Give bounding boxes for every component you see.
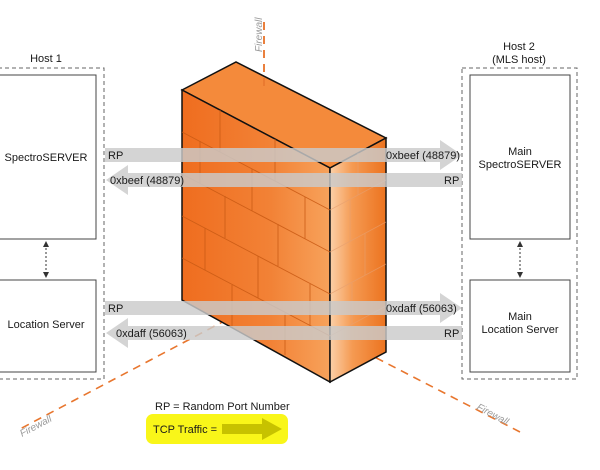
firewall-label-left: Firewall bbox=[18, 413, 54, 439]
legend-highlight bbox=[146, 414, 288, 444]
legend-tcp-arrow bbox=[222, 418, 282, 440]
arrow3-right-label: 0xdaff (56063) bbox=[386, 303, 457, 315]
host2-subtitle: (MLS host) bbox=[492, 54, 546, 66]
main-location-server-box bbox=[469, 279, 571, 373]
spectroserver-label: SpectroSERVER bbox=[5, 152, 88, 164]
arrow-location-to-main bbox=[105, 293, 462, 323]
arrow-main-to-location bbox=[106, 318, 462, 348]
main-spectroserver-label-1: Main bbox=[508, 146, 532, 158]
location-server-label: Location Server bbox=[7, 319, 84, 331]
arrow1-left-label: RP bbox=[108, 150, 123, 162]
main-location-server-label-2: Location Server bbox=[481, 324, 558, 336]
legend-rp-definition: RP = Random Port Number bbox=[155, 401, 290, 413]
host2-boundary bbox=[461, 67, 578, 380]
location-server-box bbox=[0, 279, 97, 373]
firewall-label-right: Firewall bbox=[475, 402, 511, 428]
traffic-arrows bbox=[105, 140, 462, 348]
arrow2-right-label: RP bbox=[444, 175, 459, 187]
arrow1-right-label: 0xbeef (48879) bbox=[386, 150, 460, 162]
arrow2-left-label: 0xbeef (48879) bbox=[110, 175, 184, 187]
host2-title: Host 2 bbox=[503, 41, 535, 53]
firewall-label-top: Firewall bbox=[254, 17, 265, 52]
legend-tcp-traffic: TCP Traffic = bbox=[153, 424, 217, 436]
main-spectroserver-label-2: SpectroSERVER bbox=[479, 159, 562, 171]
arrow4-right-label: RP bbox=[444, 328, 459, 340]
main-location-server-label-1: Main bbox=[508, 311, 532, 323]
spectroserver-box bbox=[0, 74, 97, 240]
main-spectroserver-box bbox=[469, 74, 571, 240]
arrow-main-to-spectro bbox=[106, 165, 462, 195]
arrow-spectro-to-main bbox=[105, 140, 462, 170]
host1-title: Host 1 bbox=[30, 53, 62, 65]
arrow4-left-label: 0xdaff (56063) bbox=[116, 328, 187, 340]
arrow3-left-label: RP bbox=[108, 303, 123, 315]
host1-boundary bbox=[0, 67, 105, 380]
